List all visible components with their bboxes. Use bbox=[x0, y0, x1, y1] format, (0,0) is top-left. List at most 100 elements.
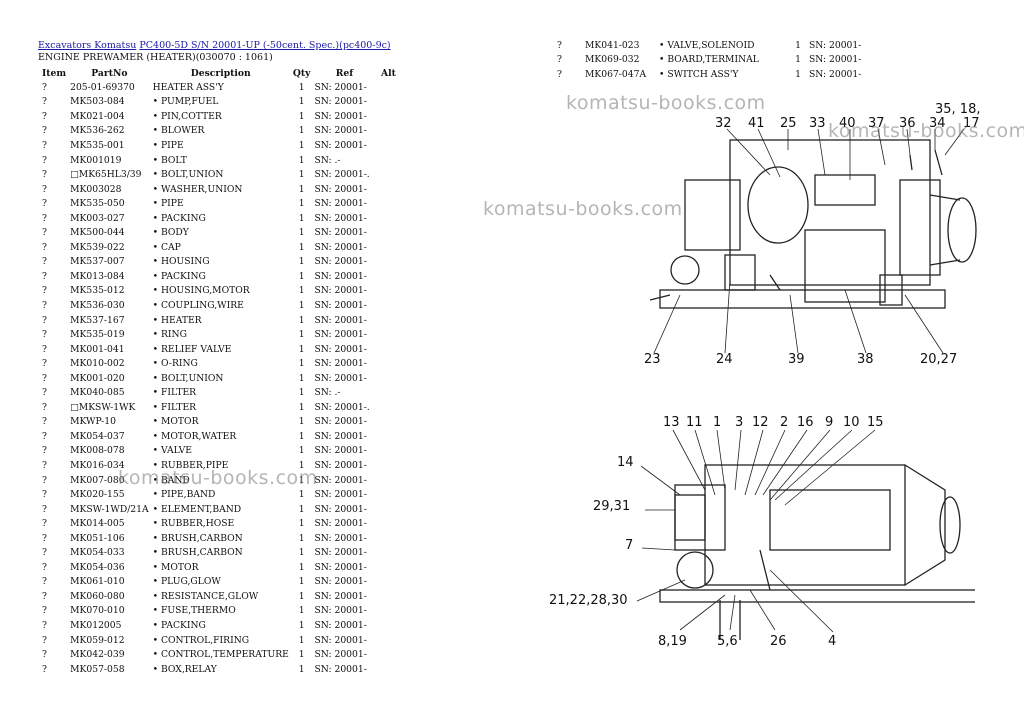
breadcrumb-category-link[interactable]: Excavators Komatsu bbox=[38, 40, 137, 51]
part-item-cell: ? bbox=[42, 649, 47, 661]
part-number-cell: MK021-004 bbox=[70, 110, 125, 122]
callout-13: 13 bbox=[663, 415, 680, 430]
part-item-cell: ? bbox=[42, 605, 47, 617]
callout-23: 23 bbox=[644, 352, 661, 367]
part-item-cell: ? bbox=[42, 518, 47, 530]
part-item-cell: ? bbox=[42, 576, 47, 588]
callout-32: 32 bbox=[715, 116, 732, 131]
part-number-cell: MK503-084 bbox=[70, 96, 125, 108]
part-number-cell: MK016-034 bbox=[70, 459, 125, 471]
part-ref-cell: SN: 20001- bbox=[314, 532, 367, 544]
part-number-cell: MK054-036 bbox=[70, 561, 125, 573]
callout-3: 3 bbox=[735, 415, 743, 430]
part-number-cell: MK537-007 bbox=[70, 256, 125, 268]
part-description-cell: • CONTROL,FIRING bbox=[152, 634, 250, 646]
part-number-cell: MK041-023 bbox=[585, 39, 640, 51]
part-ref-cell: SN: 20001- bbox=[314, 445, 367, 457]
part-ref-cell: SN: 20001- bbox=[314, 256, 367, 268]
part-qty-cell: 1 bbox=[298, 430, 305, 442]
part-number-cell: MK535-001 bbox=[70, 139, 125, 151]
part-number-cell: MK059-012 bbox=[70, 634, 125, 646]
part-item-cell: ? bbox=[42, 227, 47, 239]
part-item-cell: ? bbox=[42, 358, 47, 370]
part-ref-cell: SN: 20001- bbox=[314, 503, 367, 515]
callout-1: 1 bbox=[713, 415, 721, 430]
part-description-cell: • MOTOR,WATER bbox=[152, 430, 237, 442]
part-description-cell: • BRUSH,CARBON bbox=[152, 547, 243, 559]
col-ref-header: Ref bbox=[335, 67, 354, 79]
part-ref-cell: SN: 20001- bbox=[314, 605, 367, 617]
part-number-cell: MK535-019 bbox=[70, 329, 125, 341]
callout-14: 14 bbox=[617, 455, 634, 470]
part-item-cell: ? bbox=[42, 139, 47, 151]
part-item-cell: ? bbox=[42, 212, 47, 224]
part-number-cell: MK008-078 bbox=[70, 445, 125, 457]
part-number-cell: 205-01-69370 bbox=[70, 81, 135, 93]
part-description-cell: • O-RING bbox=[152, 358, 198, 370]
part-ref-cell: SN: .- bbox=[314, 154, 341, 166]
part-number-cell: □MK65HL3/39 bbox=[70, 169, 142, 181]
part-number-cell: MK070-010 bbox=[70, 605, 125, 617]
part-item-cell: ? bbox=[42, 547, 47, 559]
part-number-cell: MK014-005 bbox=[70, 518, 125, 530]
heat-exchanger bbox=[769, 489, 891, 551]
part-qty-cell: 1 bbox=[298, 372, 305, 384]
part-item-cell: ? bbox=[42, 169, 47, 181]
part-qty-cell: 1 bbox=[298, 445, 305, 457]
part-ref-cell: SN: 20001- bbox=[809, 39, 862, 51]
part-ref-cell: SN: 20001- bbox=[314, 634, 367, 646]
part-ref-cell: SN: 20001-. bbox=[314, 401, 370, 413]
part-qty-cell: 1 bbox=[298, 590, 305, 602]
part-ref-cell: SN: 20001- bbox=[314, 299, 367, 311]
part-number-cell: MK054-037 bbox=[70, 430, 125, 442]
part-ref-cell: SN: 20001- bbox=[314, 227, 367, 239]
part-description-cell: • ELEMENT,BAND bbox=[152, 503, 242, 515]
part-ref-cell: SN: 20001- bbox=[314, 416, 367, 428]
breadcrumb-model-link[interactable]: PC400-5D S/N 20001-UP (-50cent. Spec.)(p… bbox=[139, 40, 391, 51]
part-qty-cell: 1 bbox=[298, 561, 305, 573]
part-qty-cell: 1 bbox=[298, 125, 305, 137]
part-qty-cell: 1 bbox=[298, 649, 305, 661]
part-item-cell: ? bbox=[42, 96, 47, 108]
part-qty-cell: 1 bbox=[298, 256, 305, 268]
callout-34: 34 bbox=[929, 116, 946, 131]
exhaust-port bbox=[939, 496, 961, 554]
part-description-cell: • CAP bbox=[152, 241, 181, 253]
part-number-cell: MKWP-10 bbox=[70, 416, 116, 428]
part-description-cell: • RELIEF VALVE bbox=[152, 343, 232, 355]
part-ref-cell: SN: 20001- bbox=[314, 459, 367, 471]
part-description-cell: • WASHER,UNION bbox=[152, 183, 243, 195]
part-description-cell: • PACKING bbox=[152, 212, 206, 224]
callout-11: 11 bbox=[686, 415, 703, 430]
callout-41: 41 bbox=[748, 116, 765, 131]
callout-20-27: 20,27 bbox=[920, 352, 957, 367]
part-ref-cell: SN: 20001- bbox=[314, 489, 367, 501]
part-ref-cell: SN: 20001- bbox=[314, 474, 367, 486]
part-qty-cell: 1 bbox=[298, 198, 305, 210]
part-number-cell: MK067-047A bbox=[585, 68, 647, 80]
part-description-cell: • BODY bbox=[152, 227, 189, 239]
callout-17: 17 bbox=[963, 116, 980, 131]
part-ref-cell: SN: 20001- bbox=[314, 241, 367, 253]
part-item-cell: ? bbox=[42, 445, 47, 457]
part-ref-cell: SN: 20001- bbox=[314, 372, 367, 384]
part-item-cell: ? bbox=[42, 110, 47, 122]
part-qty-cell: 1 bbox=[298, 518, 305, 530]
exhaust-cone bbox=[904, 464, 946, 586]
col-description-header: Description bbox=[190, 67, 251, 79]
part-number-cell: □MKSW-1WK bbox=[70, 401, 136, 413]
